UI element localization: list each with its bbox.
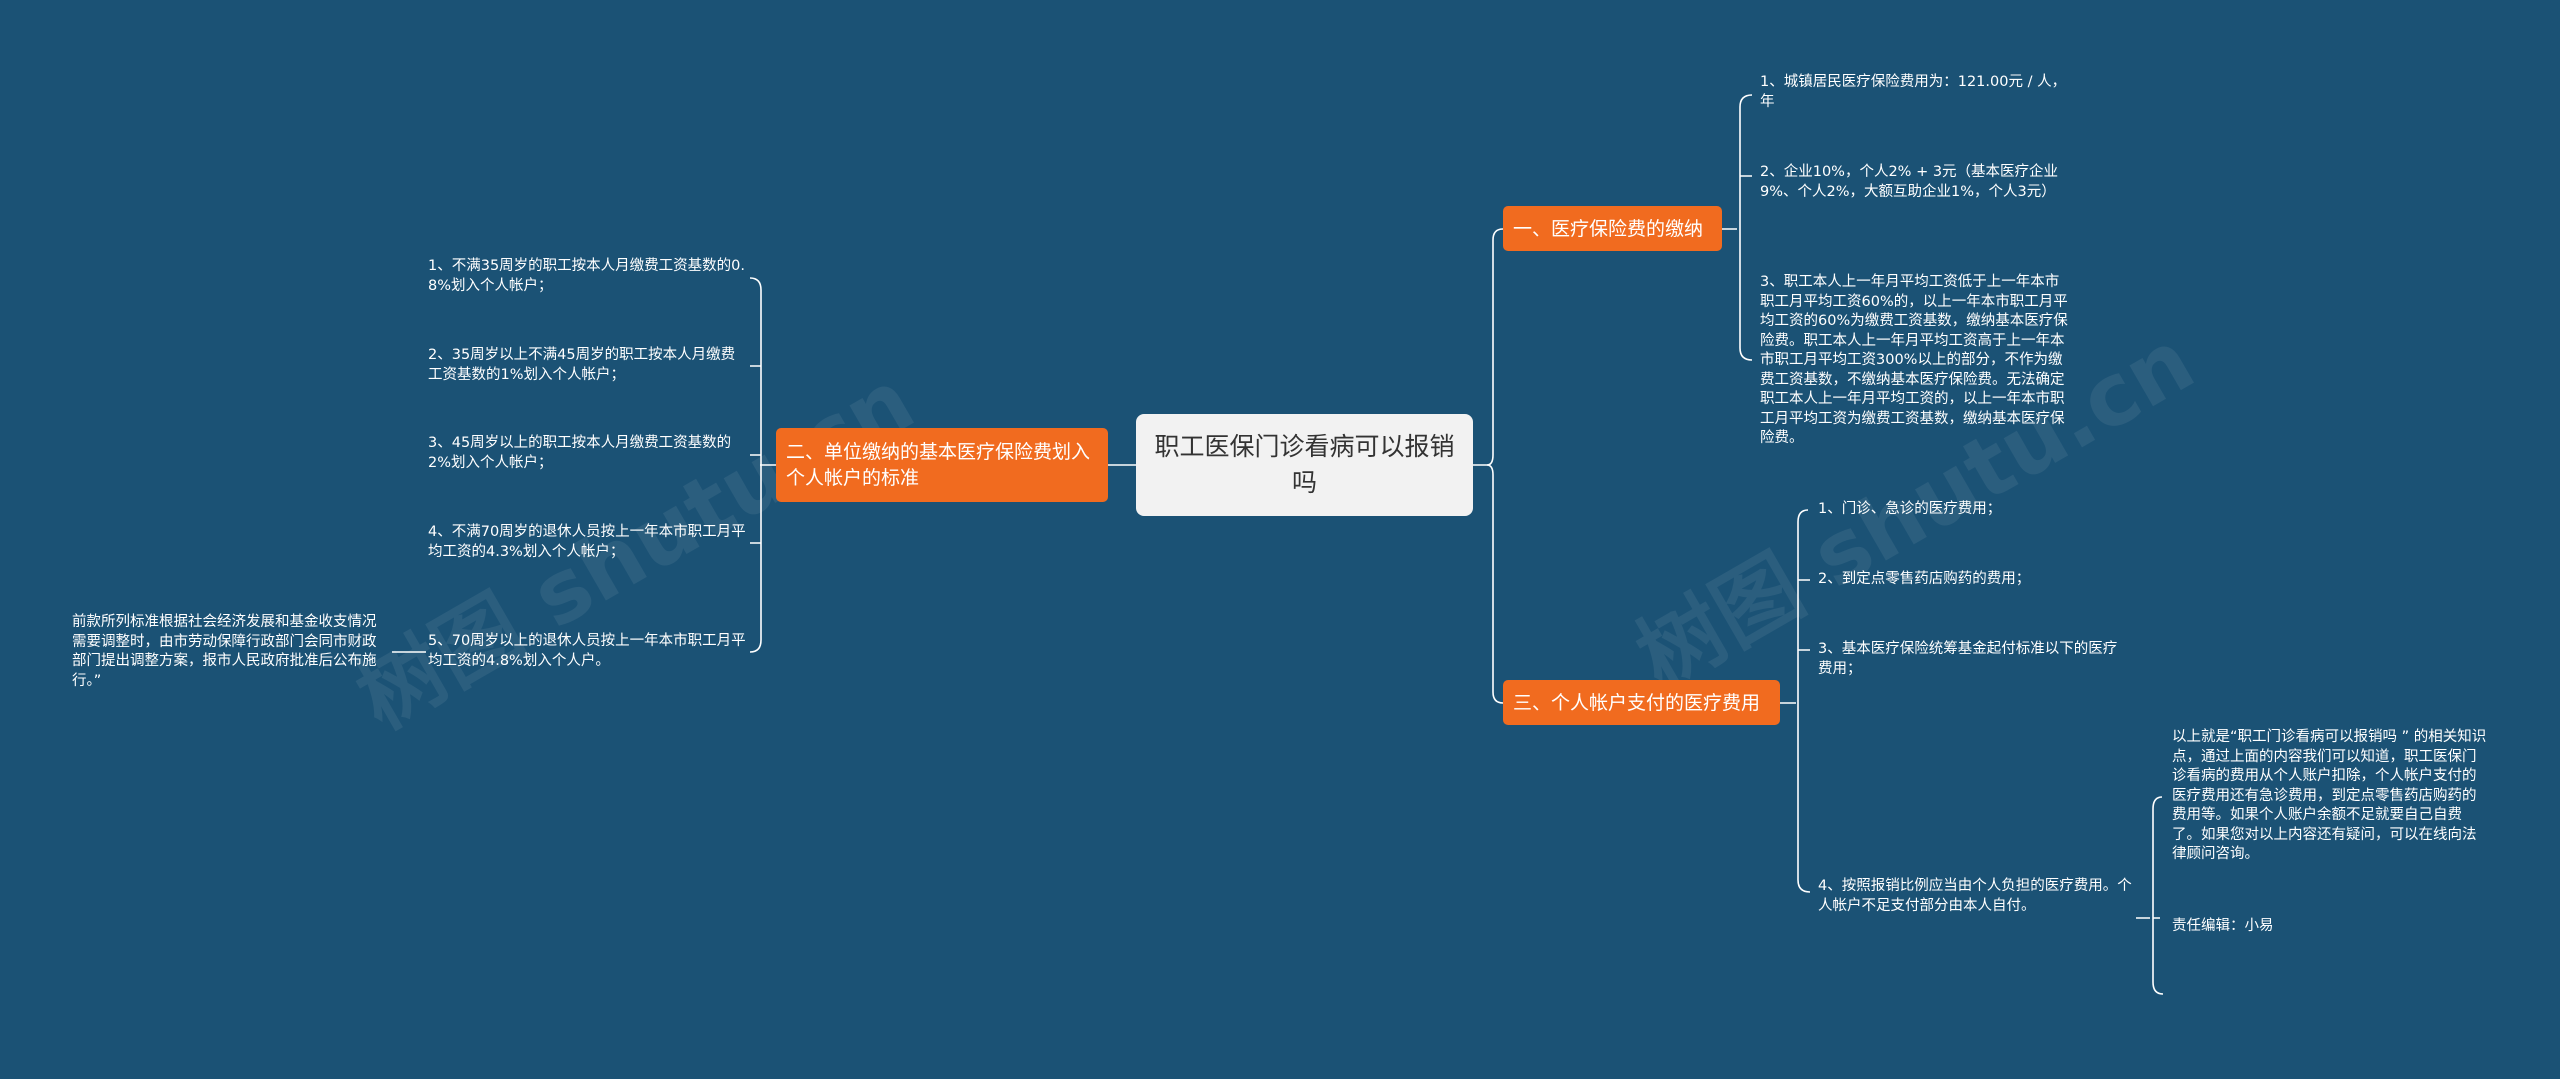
leaf-b2-item-3: 3、45周岁以上的职工按本人月缴费工资基数的2%划入个人帐户； [428, 435, 732, 471]
leaf-b2-item-4: 4、不满70周岁的退休人员按上一年本市职工月平均工资的4.3%划入个人帐户； [428, 524, 746, 560]
branch-node-3[interactable]: 三、个人帐户支付的医疗费用 [1503, 680, 1780, 725]
connector-b1-items [1722, 94, 1753, 361]
leaf-b1-item-1: 1、城镇居民医疗保险费用为：121.00元 / 人，年 [1760, 74, 2067, 110]
leaf-b3-item-3: 3、基本医疗保险统筹基金起付标准以下的医疗费用； [1818, 641, 2118, 677]
branch-node-2[interactable]: 二、单位缴纳的基本医疗保险费划入个人帐户的标准 [776, 428, 1108, 502]
connector-b3-sub [2136, 796, 2164, 995]
connector-root-b1 [1473, 228, 1504, 466]
leaf-b2-sub-note: 前款所列标准根据社会经济发展和基金收支情况需要调整时，由市劳动保障行政部门会同市… [72, 614, 377, 689]
connector-b3-items [1780, 509, 1811, 893]
root-node[interactable]: 职工医保门诊看病可以报销吗 [1136, 414, 1473, 516]
leaf-b2-item-2: 2、35周岁以上不满45周岁的职工按本人月缴费工资基数的1%划入个人帐户； [428, 347, 736, 383]
leaf-b1-item-2: 2、企业10%，个人2% + 3元（基本医疗企业9%、个人2%，大额互助企业1%… [1760, 164, 2059, 200]
leaf-b3-item-1: 1、门诊、急诊的医疗费用； [1818, 501, 2002, 517]
leaf-b3-item-4: 4、按照报销比例应当由个人负担的医疗费用。个人帐户不足支付部分由本人自付。 [1818, 878, 2132, 914]
branch-node-1[interactable]: 一、医疗保险费的缴纳 [1503, 206, 1722, 251]
leaf-b3-sub-item-1: 以上就是“职工门诊看病可以报销吗 ” 的相关知识点，通过上面的内容我们可以知道，… [2172, 729, 2487, 862]
leaf-b3-sub-item-2: 责任编辑：小易 [2172, 918, 2274, 934]
leaf-b3-item-2: 2、到定点零售药店购药的费用； [1818, 571, 2031, 587]
leaf-b1-item-3: 3、职工本人上一年月平均工资低于上一年本市职工月平均工资60%的，以上一年本市职… [1760, 274, 2068, 446]
connector-root-b3 [1486, 464, 1504, 704]
leaf-b2-item-5: 5、70周岁以上的退休人员按上一年本市职工月平均工资的4.8%划入个人户。 [428, 633, 746, 669]
leaf-b2-item-1: 1、不满35周岁的职工按本人月缴费工资基数的0.8%划入个人帐户； [428, 258, 746, 294]
connector-b2-items [749, 277, 776, 653]
